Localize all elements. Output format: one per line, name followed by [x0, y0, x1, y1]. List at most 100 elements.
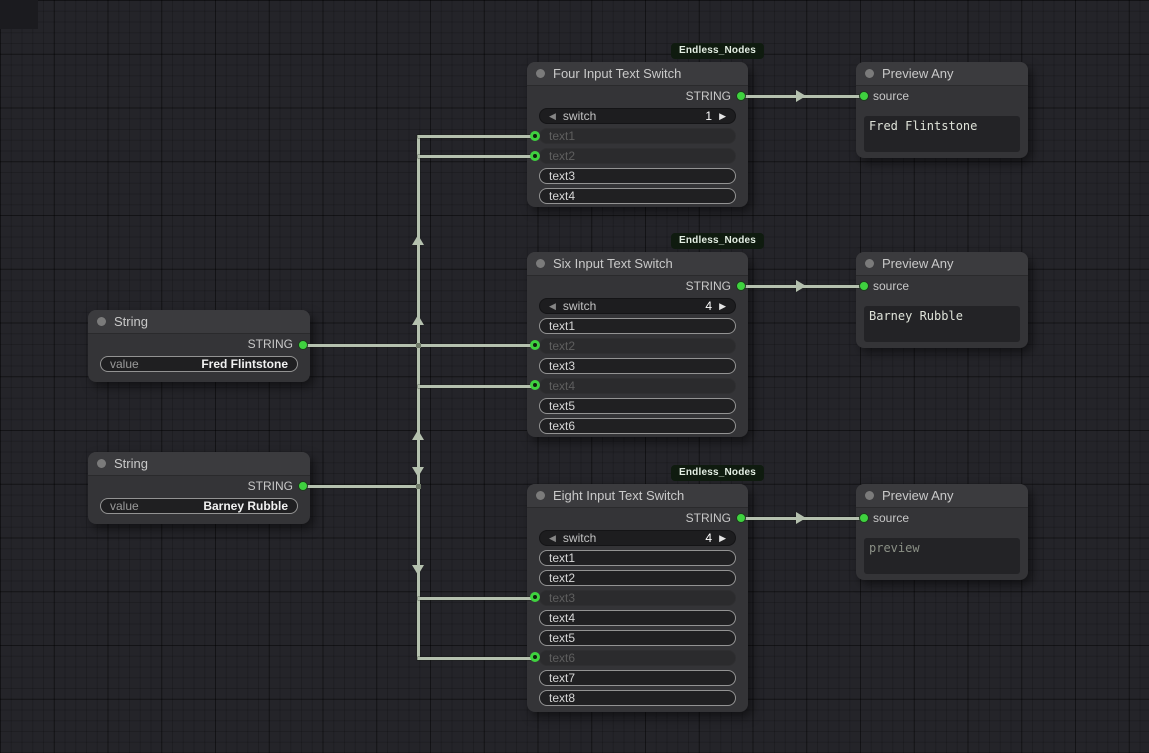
text-input-widget[interactable]: text7: [539, 670, 736, 686]
port-preview-bottom-source-input[interactable]: [859, 513, 869, 523]
collapse-dot-icon[interactable]: [865, 69, 874, 78]
widget-label: value: [110, 357, 139, 371]
wire-arrow-up-icon: [412, 430, 424, 440]
widget-label: text4: [549, 379, 576, 393]
collapse-dot-icon[interactable]: [865, 259, 874, 268]
text-input-widget[interactable]: text3: [539, 590, 736, 606]
node-six-input-text-switch[interactable]: Six Input Text Switch STRING ◀ switch 4 …: [527, 252, 748, 437]
port-six-text2-input[interactable]: [530, 340, 540, 350]
node-title: Four Input Text Switch: [553, 66, 682, 81]
collapse-dot-icon[interactable]: [536, 259, 545, 268]
port-six-string-output[interactable]: [736, 281, 746, 291]
node-header[interactable]: String: [88, 310, 310, 334]
widget-label: text3: [549, 591, 576, 605]
widget-label: text2: [549, 571, 576, 585]
node-eight-input-text-switch[interactable]: Eight Input Text Switch STRING ◀ switch …: [527, 484, 748, 712]
switch-widget[interactable]: ◀ switch 1 ▶: [539, 108, 736, 124]
text-input-widget[interactable]: text5: [539, 398, 736, 414]
prev-arrow-icon[interactable]: ◀: [549, 532, 556, 543]
switch-widget[interactable]: ◀ switch 4 ▶: [539, 530, 736, 546]
text-input-widget[interactable]: text4: [539, 188, 736, 204]
widget-label: text1: [549, 551, 576, 565]
collapse-dot-icon[interactable]: [97, 459, 106, 468]
switch-label: switch: [562, 109, 597, 123]
prev-arrow-icon[interactable]: ◀: [549, 300, 556, 311]
port-four-string-output[interactable]: [736, 91, 746, 101]
collapse-dot-icon[interactable]: [536, 491, 545, 500]
collapse-dot-icon[interactable]: [97, 317, 106, 326]
node-title: Preview Any: [882, 488, 954, 503]
text-input-widget[interactable]: text6: [539, 650, 736, 666]
next-arrow-icon[interactable]: ▶: [719, 110, 726, 121]
text-input-widget[interactable]: text1: [539, 128, 736, 144]
node-header[interactable]: Eight Input Text Switch: [527, 484, 748, 508]
widget-value: Fred Flintstone: [201, 357, 288, 371]
node-preview-any-bottom[interactable]: Preview Any source preview: [856, 484, 1028, 580]
widget-label: text6: [549, 419, 576, 433]
port-eight-string-output[interactable]: [736, 513, 746, 523]
port-eight-text6-input[interactable]: [530, 652, 540, 662]
node-badge: Endless_Nodes: [671, 43, 765, 59]
text-input-widget[interactable]: text3: [539, 358, 736, 374]
next-arrow-icon[interactable]: ▶: [719, 532, 726, 543]
node-header[interactable]: String: [88, 452, 310, 476]
text-input-widget[interactable]: text4: [539, 378, 736, 394]
port-string-barney-output[interactable]: [298, 481, 308, 491]
node-string-fred[interactable]: String STRING value Fred Flintstone: [88, 310, 310, 382]
wire-arrow-right-icon: [796, 90, 806, 102]
wire-arrow-up-icon: [412, 235, 424, 245]
node-header[interactable]: Six Input Text Switch: [527, 252, 748, 276]
port-eight-text3-input[interactable]: [530, 592, 540, 602]
value-widget[interactable]: value Fred Flintstone: [100, 356, 298, 372]
prev-arrow-icon[interactable]: ◀: [549, 110, 556, 121]
text-input-widget[interactable]: text8: [539, 690, 736, 706]
node-header[interactable]: Four Input Text Switch: [527, 62, 748, 86]
port-four-text2-input[interactable]: [530, 151, 540, 161]
switch-value: 1: [705, 109, 713, 123]
text-input-widget[interactable]: text2: [539, 570, 736, 586]
text-input-widget[interactable]: text3: [539, 168, 736, 184]
collapse-dot-icon[interactable]: [865, 491, 874, 500]
node-header[interactable]: Preview Any: [856, 62, 1028, 86]
port-preview-middle-source-input[interactable]: [859, 281, 869, 291]
node-badge: Endless_Nodes: [671, 465, 765, 481]
widget-label: text8: [549, 691, 576, 705]
widget-label: text7: [549, 671, 576, 685]
wire-to-eight-text3: [418, 597, 537, 600]
node-header[interactable]: Preview Any: [856, 484, 1028, 508]
widget-label: text5: [549, 399, 576, 413]
text-input-widget[interactable]: text4: [539, 610, 736, 626]
switch-widget[interactable]: ◀ switch 4 ▶: [539, 298, 736, 314]
output-label: STRING: [247, 337, 293, 351]
input-label: source: [873, 89, 910, 103]
node-title: Preview Any: [882, 256, 954, 271]
preview-textbox[interactable]: Fred Flintstone: [864, 116, 1020, 152]
port-string-fred-output[interactable]: [298, 340, 308, 350]
value-widget[interactable]: value Barney Rubble: [100, 498, 298, 514]
text-input-widget[interactable]: text5: [539, 630, 736, 646]
widget-label: text6: [549, 651, 576, 665]
port-six-text4-input[interactable]: [530, 380, 540, 390]
node-preview-any-top[interactable]: Preview Any source Fred Flintstone: [856, 62, 1028, 158]
text-input-widget[interactable]: text2: [539, 148, 736, 164]
node-header[interactable]: Preview Any: [856, 252, 1028, 276]
text-input-widget[interactable]: text2: [539, 338, 736, 354]
node-string-barney[interactable]: String STRING value Barney Rubble: [88, 452, 310, 524]
text-input-widget[interactable]: text1: [539, 318, 736, 334]
text-input-widget[interactable]: text6: [539, 418, 736, 434]
switch-value: 4: [705, 531, 713, 545]
widget-label: text4: [549, 611, 576, 625]
text-input-widget[interactable]: text1: [539, 550, 736, 566]
port-four-text1-input[interactable]: [530, 131, 540, 141]
port-preview-top-source-input[interactable]: [859, 91, 869, 101]
preview-textbox[interactable]: preview: [864, 538, 1020, 574]
output-label: STRING: [685, 89, 731, 103]
preview-textbox[interactable]: Barney Rubble: [864, 306, 1020, 342]
next-arrow-icon[interactable]: ▶: [719, 300, 726, 311]
node-four-input-text-switch[interactable]: Four Input Text Switch STRING ◀ switch 1…: [527, 62, 748, 207]
wire-junction: [416, 484, 421, 489]
collapse-dot-icon[interactable]: [536, 69, 545, 78]
switch-value: 4: [705, 299, 713, 313]
node-preview-any-middle[interactable]: Preview Any source Barney Rubble: [856, 252, 1028, 348]
input-label: source: [873, 279, 910, 293]
